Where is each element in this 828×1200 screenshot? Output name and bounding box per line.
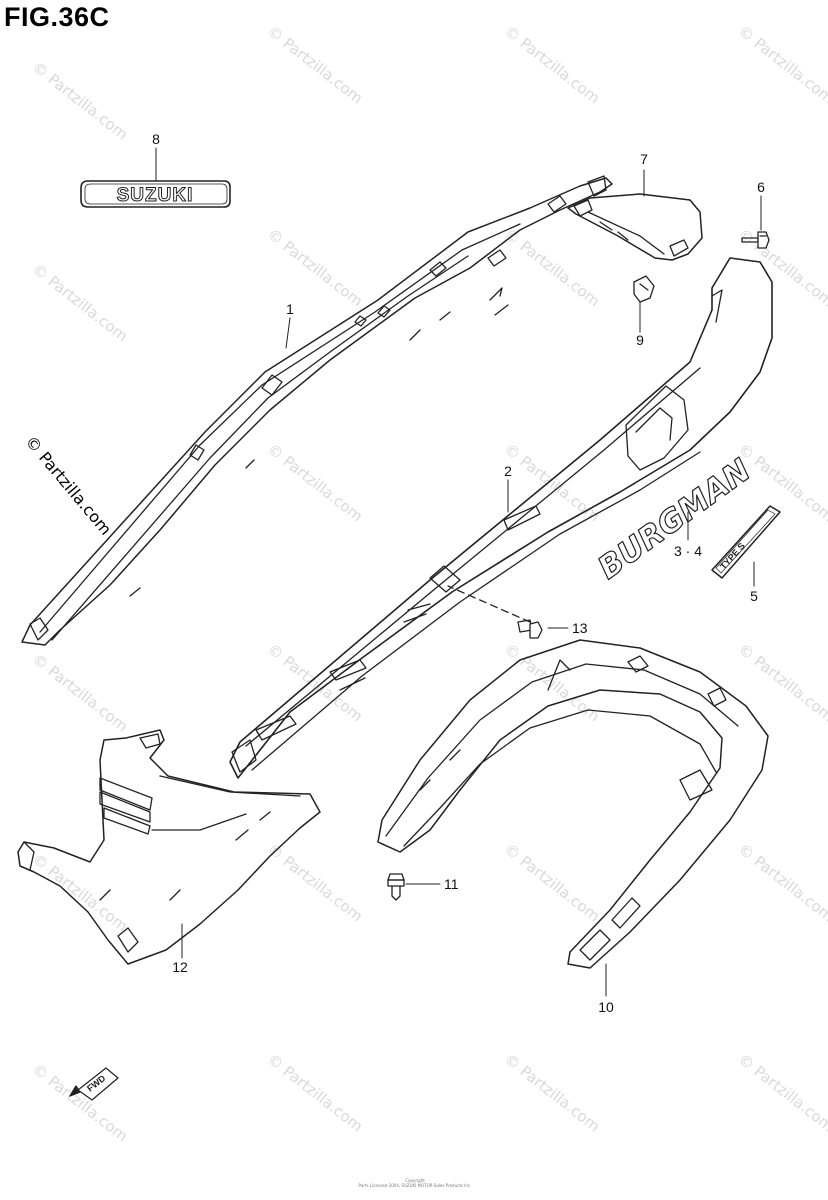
side-cover[interactable] — [229, 257, 773, 779]
callout-9: 9 — [636, 332, 644, 348]
callouts: 8 1 2 7 6 9 3 · 4 5 13 11 12 10 — [152, 131, 765, 1015]
type-s-badge[interactable]: TYPE S — [711, 505, 781, 579]
callout-13: 13 — [572, 620, 588, 636]
frame-cover-rail[interactable] — [21, 175, 613, 646]
leader-dashed — [447, 585, 531, 623]
nut-9[interactable] — [633, 275, 655, 303]
suzuki-emblem[interactable]: SUZUKI — [80, 180, 231, 208]
callout-2: 2 — [504, 463, 512, 479]
suzuki-emblem-text: SUZUKI — [117, 185, 194, 206]
callout-8: 8 — [152, 131, 160, 147]
copyright-line: Parts Licensed 2004, SUZUKI MOTOR Sales … — [358, 1183, 472, 1188]
fwd-arrow-icon: FWD — [69, 1067, 119, 1101]
callout-11: 11 — [444, 876, 459, 892]
front-leg-cover[interactable] — [17, 729, 321, 965]
screw-6[interactable] — [741, 231, 770, 249]
figure-title: FIG.36C — [4, 2, 110, 32]
push-rivet-11[interactable] — [387, 873, 405, 901]
copyright-notice: Copyright Parts Licensed 2004, SUZUKI MO… — [330, 1178, 500, 1188]
callout-12: 12 — [172, 959, 188, 975]
copyright-line: Copyright — [405, 1178, 425, 1183]
callout-3-4: 3 · 4 — [674, 543, 702, 559]
callout-5: 5 — [750, 588, 758, 604]
callout-1: 1 — [286, 301, 294, 317]
leader-lines — [155, 147, 762, 997]
callout-7: 7 — [640, 151, 648, 167]
callout-10: 10 — [598, 999, 614, 1015]
rear-tail-cover[interactable] — [567, 193, 703, 261]
rear-under-cover[interactable] — [377, 639, 769, 969]
clip-screw-13[interactable] — [517, 619, 543, 639]
callout-6: 6 — [757, 179, 765, 195]
